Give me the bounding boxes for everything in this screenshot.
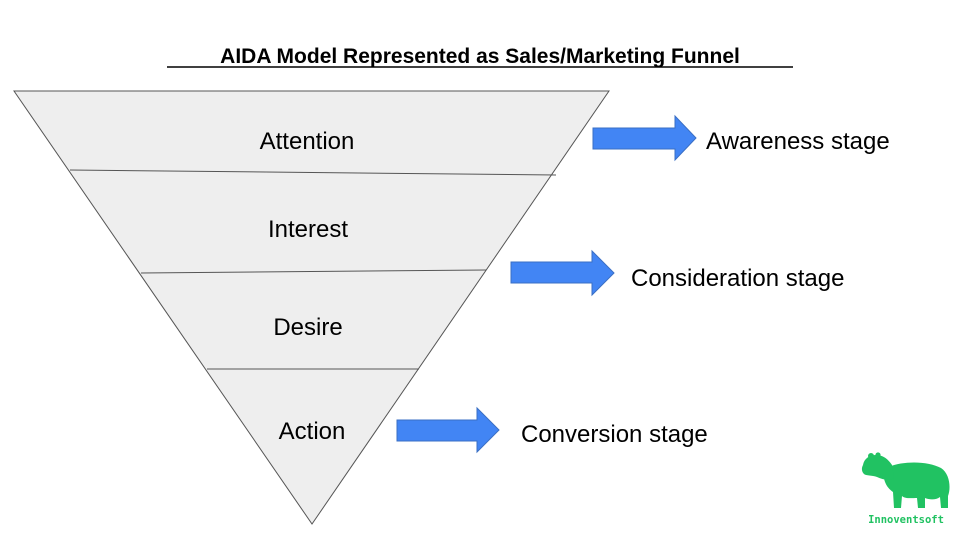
diagram-title: AIDA Model Represented as Sales/Marketin…: [220, 45, 740, 68]
arrow-right-icon: [510, 249, 615, 297]
stage-arrows: [396, 114, 697, 454]
funnel-stage-attention: Attention: [260, 128, 355, 155]
funnel-divider-1: [69, 169, 557, 176]
outcome-consideration-stage: Consideration stage: [631, 265, 844, 292]
outcome-conversion-stage: Conversion stage: [521, 421, 708, 448]
funnel-shape: [13, 90, 610, 525]
funnel: Attention Interest Desire Action: [13, 90, 610, 525]
funnel-divider-2: [140, 269, 487, 274]
outcome-awareness-stage: Awareness stage: [706, 128, 890, 155]
funnel-stage-desire: Desire: [273, 314, 342, 341]
arrow-right-icon: [592, 114, 697, 162]
polar-bear-icon: [861, 452, 950, 508]
brand-name: Innoventsoft: [868, 514, 944, 526]
funnel-stage-interest: Interest: [268, 216, 348, 243]
arrow-right-icon: [396, 406, 500, 454]
brand-logo: Innoventsoft: [861, 452, 950, 526]
funnel-stage-action: Action: [279, 418, 346, 445]
